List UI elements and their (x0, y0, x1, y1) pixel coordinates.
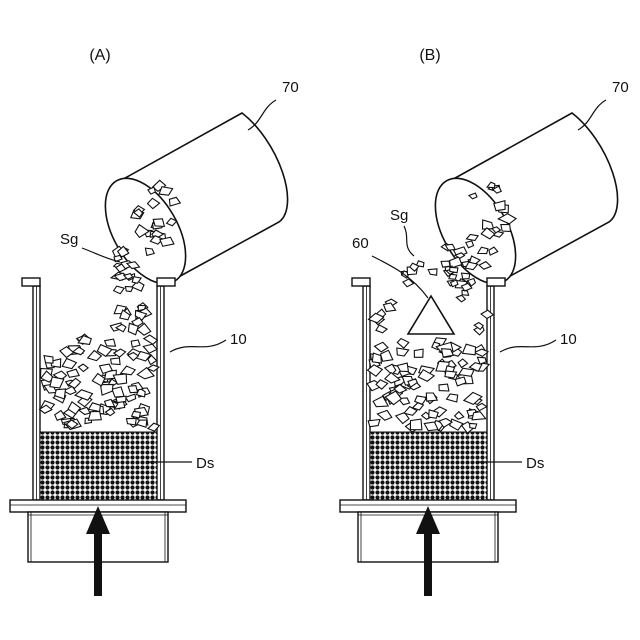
panel-b-title: (B) (419, 47, 440, 64)
granule (463, 344, 476, 355)
granule (105, 339, 116, 346)
drum-label: 70 (612, 79, 629, 96)
granule (462, 273, 470, 279)
layer-label: Ds (196, 455, 214, 472)
granule (144, 335, 158, 344)
granule (428, 269, 437, 275)
granule (62, 359, 76, 369)
granule (67, 369, 79, 377)
granule (447, 394, 458, 402)
granule (116, 396, 126, 402)
granule (89, 403, 101, 412)
granule (88, 412, 101, 421)
granule (470, 423, 477, 428)
granule (450, 267, 458, 272)
granule (439, 384, 449, 391)
granule (145, 248, 154, 255)
granule (397, 339, 409, 349)
granule (375, 342, 389, 352)
granule (128, 386, 137, 393)
granule (450, 419, 463, 430)
granule (459, 368, 474, 376)
granule (121, 366, 136, 375)
granules-label: Sg (60, 231, 78, 248)
granule (441, 261, 450, 267)
void-label: 60 (352, 235, 369, 252)
layer-label: Ds (526, 455, 544, 472)
granule (445, 371, 457, 378)
granule (414, 349, 423, 357)
void-triangle-60 (408, 296, 454, 334)
granule (377, 410, 391, 420)
granule (126, 394, 136, 402)
granule (455, 412, 464, 420)
granule (426, 393, 437, 401)
drum-label: 70 (282, 79, 299, 96)
granule (501, 225, 511, 232)
granules-label: Sg (390, 207, 408, 224)
granule (376, 325, 387, 333)
panel-a-title: (A) (89, 47, 110, 64)
granule (69, 378, 81, 388)
granule (477, 357, 486, 364)
granule (456, 295, 465, 302)
granule (101, 384, 114, 395)
granule (455, 377, 466, 386)
dense-layer-ds (40, 432, 157, 500)
granule (44, 356, 53, 364)
vessel-leader (170, 340, 226, 352)
granule (111, 358, 121, 365)
granule (131, 340, 140, 347)
granule (449, 274, 457, 279)
granule (458, 359, 468, 368)
granule (143, 344, 157, 353)
granule (372, 353, 381, 363)
panel-a: (A) 70 10 Ds (10, 47, 299, 596)
granules-leader (404, 226, 414, 256)
granule (397, 348, 409, 356)
granule (50, 377, 64, 388)
granule (368, 420, 380, 427)
vessel-label: 10 (230, 331, 247, 348)
granule (381, 350, 393, 361)
granule (127, 418, 137, 425)
vessel-label: 10 (560, 331, 577, 348)
vessel-leader (500, 340, 556, 352)
granule (410, 419, 422, 430)
granule (78, 364, 88, 371)
panel-b: (B) 70 10 Ds 60 (340, 47, 629, 596)
granule (472, 412, 486, 420)
granule (153, 219, 164, 227)
granule (114, 286, 125, 294)
granule (112, 387, 124, 397)
granule (132, 411, 141, 418)
dense-layer-ds (370, 432, 487, 500)
